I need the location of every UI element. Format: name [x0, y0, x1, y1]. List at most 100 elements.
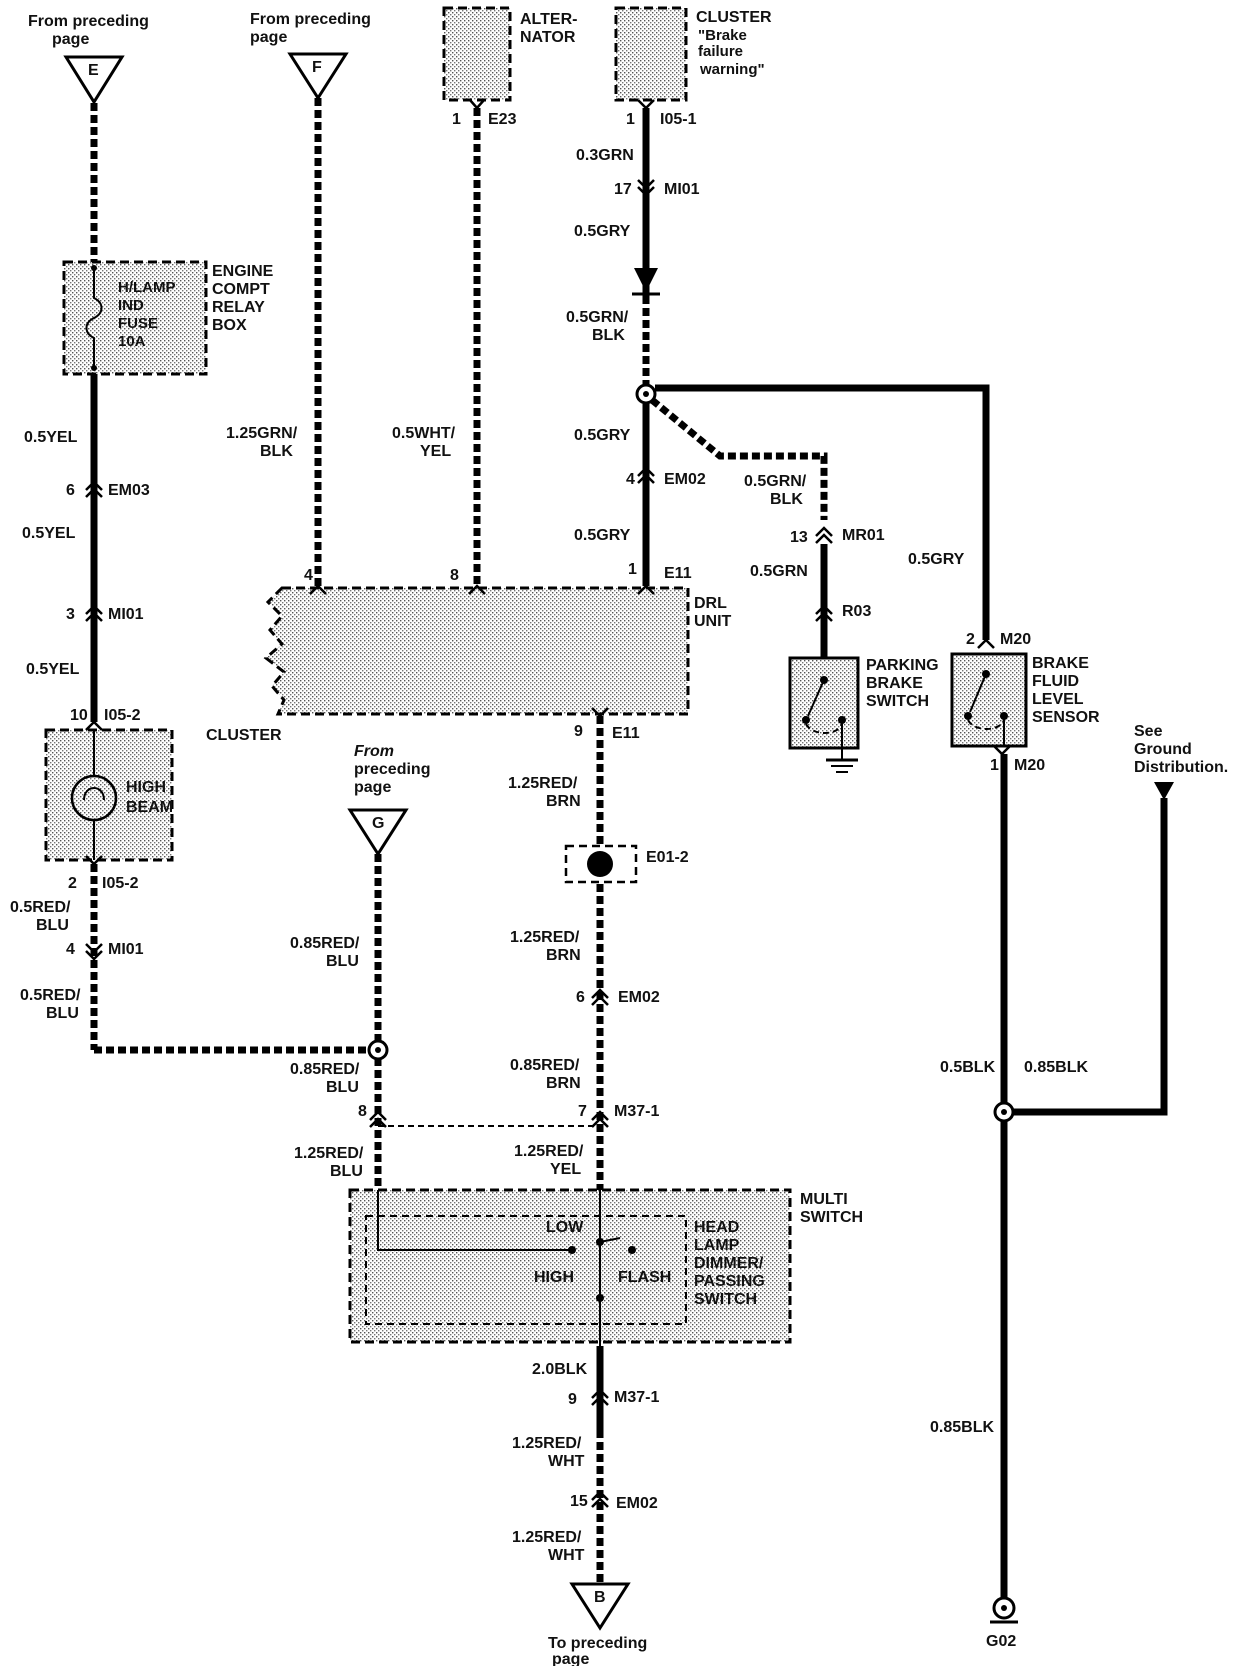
wire-label-m3-1: 1.25RED/: [512, 1529, 582, 1546]
wire-label-e4-2: BLU: [36, 917, 69, 934]
wire-label-m2-1: 1.25RED/: [512, 1435, 582, 1452]
wire-label-e4-1: 0.5RED/: [10, 899, 71, 916]
wire-splice-to-brake-fluid: [655, 384, 990, 640]
wire-label-pb1-2: BLK: [770, 491, 803, 508]
ref-g-note-3: page: [354, 779, 391, 796]
ref-e-note-2: page: [52, 31, 89, 48]
brake-fluid-label-4: SENSOR: [1032, 709, 1100, 726]
connector-em02a-mark-2: [637, 473, 655, 484]
wire-label-m3-2: WHT: [548, 1547, 585, 1564]
connector-em02b-mark-1: [591, 988, 609, 999]
connector-em02c-mark-1: [591, 1490, 609, 1501]
drl-pin4-label: 4: [304, 567, 313, 584]
connector-m37-pin8-mark-1: [369, 1110, 387, 1121]
fuse-label-3: FUSE: [118, 315, 158, 332]
diode-icon: [634, 268, 658, 292]
connector-r03-mark-2: [815, 611, 833, 622]
connector-em02b-mark-2: [591, 995, 609, 1006]
contact-high: [568, 1246, 576, 1254]
drl-pin8-label: 8: [450, 567, 459, 584]
parking-brake-blade: [807, 679, 825, 717]
connector-m37c-name: M37-1: [614, 1389, 659, 1406]
drl-pin4-mark: [309, 584, 327, 595]
ref-e-letter: E: [88, 62, 99, 79]
parking-brake-label-3: SWITCH: [866, 693, 929, 710]
wire-label-f1-1: 1.25GRN/: [226, 425, 298, 442]
relay-box-label-4: BOX: [212, 317, 247, 334]
connector-mi01b-mark-2: [85, 950, 103, 961]
wire-label-gnd3: 0.85BLK: [930, 1419, 994, 1436]
wire-label-d3-1: 0.85RED/: [510, 1057, 580, 1074]
dimmer-switch-box: [365, 1215, 687, 1325]
lamp-label-1: HIGH: [126, 779, 166, 796]
parking-brake-link: [805, 723, 843, 734]
wire-label-d2-2: BRN: [546, 947, 581, 964]
contact-flash: [628, 1246, 636, 1254]
wire-label-d1-2: BRN: [546, 793, 581, 810]
alternator-pin: 1: [452, 111, 461, 128]
wire-label-d4-1: 1.25RED/: [514, 1143, 584, 1160]
ref-f-note-1: From preceding: [250, 11, 371, 28]
brake-fluid-link: [967, 719, 1005, 730]
cluster-top-label-4: warning": [699, 61, 765, 78]
switch-arm: [599, 1237, 621, 1243]
connector-em02b-pin: 6: [576, 989, 585, 1006]
wire-label-g1-1: 0.85RED/: [290, 935, 360, 952]
wire-label-alt1-1: 0.5WHT/: [392, 425, 456, 442]
connector-em02c-pin: 15: [570, 1493, 588, 1510]
connector-em03-mark-2: [85, 487, 103, 498]
connector-mi01a-pin: 3: [66, 606, 75, 623]
connector-em02b-name: EM02: [618, 989, 660, 1006]
connector-e11a-pin: 1: [628, 561, 637, 578]
wire-label-gnd2: 0.85BLK: [1024, 1059, 1088, 1076]
cluster-top-label-1: CLUSTER: [696, 9, 772, 26]
connector-e11b-pin: 9: [574, 723, 583, 740]
drl-unit-label-2: UNIT: [694, 613, 732, 630]
connector-i05-2a-mark: [85, 720, 103, 731]
wire-label-d1-1: 1.25RED/: [508, 775, 578, 792]
connector-mi01a-mark-1: [85, 604, 103, 615]
relay-box-label-3: RELAY: [212, 299, 265, 316]
connector-m20b-pin: 1: [990, 757, 999, 774]
wire-label-f1-2: BLK: [260, 443, 293, 460]
ground-g02-dot: [1001, 1605, 1007, 1611]
splice-top-dot: [643, 391, 649, 397]
wire-label-g2-2: BLU: [326, 1079, 359, 1096]
connector-mi01b-pin: 4: [66, 941, 75, 958]
cluster-top-label-3: failure: [698, 43, 743, 60]
wire-label-e1: 0.5YEL: [24, 429, 78, 446]
parking-brake-switch-box: [788, 656, 860, 750]
brake-fluid-label-1: BRAKE: [1032, 655, 1089, 672]
wire-label-d2-1: 1.25RED/: [510, 929, 580, 946]
parking-brake-label-1: PARKING: [866, 657, 939, 674]
wire-label-e5-1: 0.5RED/: [20, 987, 81, 1004]
switch-position-low: LOW: [546, 1219, 584, 1236]
e01-2-label: E01-2: [646, 849, 689, 866]
connector-m20a-pin: 2: [966, 631, 975, 648]
cluster-top-pin: 1: [626, 111, 635, 128]
connector-mr01-mark-2: [815, 533, 833, 544]
ref-g-note-1: From: [354, 743, 394, 760]
switch-position-flash: FLASH: [618, 1269, 671, 1286]
fuse-pin-top: [91, 265, 97, 271]
relay-box-label-1: ENGINE: [212, 263, 274, 280]
connector-i05-2a-pin: 10: [70, 707, 88, 724]
connector-em02c-mark-2: [591, 1497, 609, 1508]
ref-g-note-2: preceding: [354, 761, 430, 778]
connector-m37a-pin: 7: [578, 1103, 587, 1120]
alternator-label-1: ALTER-: [520, 11, 577, 28]
wire-label-alt1-2: YEL: [420, 443, 451, 460]
connector-em03-name: EM03: [108, 482, 150, 499]
ref-f-note-2: page: [250, 29, 287, 46]
parking-brake-contact-left: [802, 716, 810, 724]
wire-label-m2-2: WHT: [548, 1453, 585, 1470]
connector-em03-mark-1: [85, 480, 103, 491]
connector-em02a-pin: 4: [626, 471, 635, 488]
connector-m20b-name: M20: [1014, 757, 1045, 774]
connector-mr01-name: MR01: [842, 527, 885, 544]
wire-label-c5: 0.5GRY: [574, 527, 631, 544]
alternator-box: [442, 6, 512, 102]
wire-label-d4-2: YEL: [550, 1161, 581, 1178]
connector-mi01c-pin: 17: [614, 181, 632, 198]
